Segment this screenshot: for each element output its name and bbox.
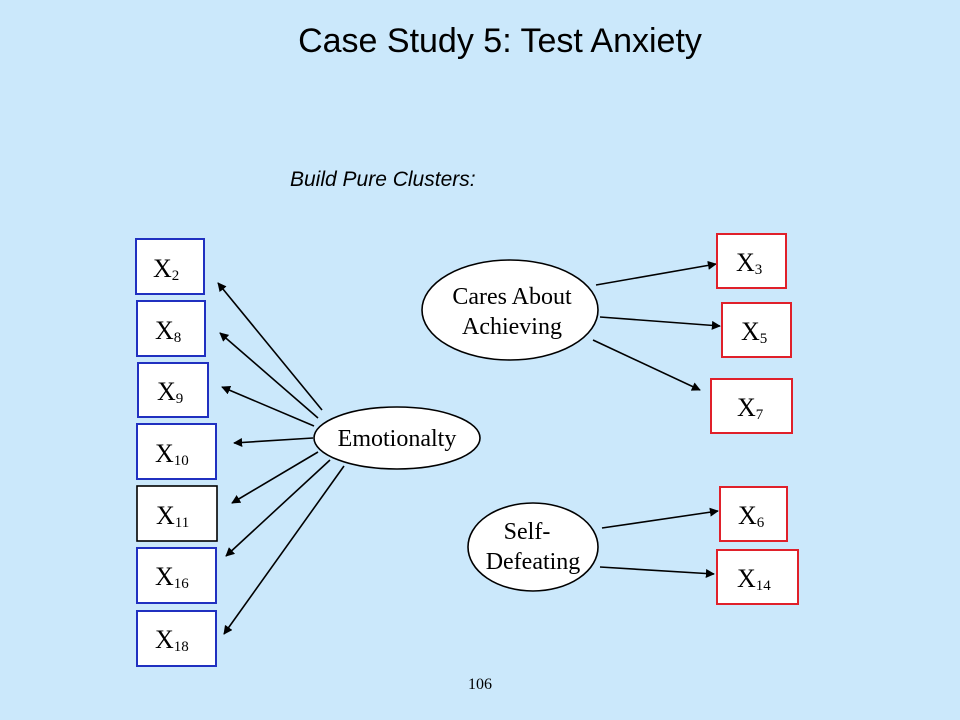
indicator-x7-box xyxy=(710,378,793,434)
latent-emotionality-label: Emotionalty xyxy=(338,426,457,452)
indicator-x18-index: 18 xyxy=(174,639,189,655)
indicator-x7: X7 xyxy=(710,378,793,434)
svg-text:X16: X16 xyxy=(155,562,189,592)
indicator-x11-index: 11 xyxy=(175,515,189,531)
svg-text:X5: X5 xyxy=(741,317,767,347)
indicator-x8: X8 xyxy=(136,300,206,357)
indicator-x9-letter: X xyxy=(157,377,176,406)
edge-emotionality-x18 xyxy=(223,465,345,635)
svg-text:X10: X10 xyxy=(155,439,189,469)
indicator-x16-box xyxy=(136,547,217,604)
emotionality-edges xyxy=(217,282,345,635)
indicator-x8-box xyxy=(136,300,206,357)
indicator-x14-letter: X xyxy=(737,564,756,593)
latent-self-defeating-label-line1: Self- xyxy=(504,519,551,545)
indicator-x18-letter: X xyxy=(155,625,174,654)
indicator-x6-index: 6 xyxy=(757,515,765,531)
cares-edges xyxy=(592,260,721,391)
indicator-x18: X18 xyxy=(136,610,217,667)
indicator-x9-box xyxy=(137,362,209,418)
indicator-x16-letter: X xyxy=(155,562,174,591)
indicator-x2: X2 xyxy=(135,238,205,295)
indicator-x11-box xyxy=(136,485,218,542)
svg-text:X9: X9 xyxy=(157,377,183,407)
latent-cares-label-line1: Cares About xyxy=(452,284,572,310)
indicator-x6-box xyxy=(719,486,788,542)
indicator-x7-index: 7 xyxy=(756,407,764,423)
svg-text:X7: X7 xyxy=(737,393,764,423)
self-defeating-edges xyxy=(599,507,719,578)
indicator-x10-box xyxy=(136,423,217,480)
svg-text:X8: X8 xyxy=(155,316,181,346)
edge-emotionality-x2 xyxy=(217,282,323,411)
indicator-x3-letter: X xyxy=(736,248,755,277)
indicator-x14-box xyxy=(716,549,799,605)
indicator-x6-letter: X xyxy=(738,501,757,530)
indicator-x10-letter: X xyxy=(155,439,174,468)
indicator-x11: X11 xyxy=(136,485,218,542)
edge-cares-x5 xyxy=(599,316,721,330)
indicator-x14-index: 14 xyxy=(756,578,772,594)
edge-emotionality-x9 xyxy=(221,386,315,427)
svg-text:X2: X2 xyxy=(153,254,179,284)
indicator-x3: X3 xyxy=(716,233,787,289)
latent-self-defeating: Self- Defeating xyxy=(467,502,599,592)
latent-self-defeating-shape xyxy=(467,502,599,592)
indicator-x5-box xyxy=(721,302,792,358)
indicator-x5: X5 xyxy=(721,302,792,358)
indicator-x8-index: 8 xyxy=(174,330,182,346)
indicator-x3-index: 3 xyxy=(755,262,763,278)
indicator-x11-letter: X xyxy=(156,501,175,530)
slide-title: Case Study 5: Test Anxiety xyxy=(298,22,702,60)
indicator-x9: X9 xyxy=(137,362,209,418)
indicator-x18-box xyxy=(136,610,217,667)
indicator-x6: X6 xyxy=(719,486,788,542)
edge-selfdef-x6 xyxy=(601,507,719,529)
slide-subtitle: Build Pure Clusters: xyxy=(290,168,476,192)
indicator-x2-letter: X xyxy=(153,254,172,283)
edge-emotionality-x11 xyxy=(231,451,319,504)
edge-cares-x7 xyxy=(592,339,701,391)
latent-self-defeating-label-line2: Defeating xyxy=(486,549,581,575)
latent-cares-label-line2: Achieving xyxy=(462,314,562,340)
indicator-x7-letter: X xyxy=(737,393,756,422)
edge-cares-x3 xyxy=(595,260,717,286)
svg-text:X6: X6 xyxy=(738,501,765,531)
svg-text:X3: X3 xyxy=(736,248,762,278)
indicator-x10-index: 10 xyxy=(174,453,189,469)
svg-text:X11: X11 xyxy=(156,501,189,531)
subtitle-text: Build Pure Clusters xyxy=(290,168,470,191)
latent-emotionality: Emotionalty xyxy=(313,406,481,470)
indicator-x5-letter: X xyxy=(741,317,760,346)
edge-emotionality-x8 xyxy=(219,332,319,419)
latent-emotionality-shape xyxy=(313,406,481,470)
indicator-x8-letter: X xyxy=(155,316,174,345)
svg-text:X18: X18 xyxy=(155,625,189,655)
indicator-x9-index: 9 xyxy=(176,391,184,407)
indicator-x3-box xyxy=(716,233,787,289)
indicator-x2-box xyxy=(135,238,205,295)
edge-emotionality-x16 xyxy=(225,459,331,557)
latent-cares-about-achieving: Cares About Achieving xyxy=(421,259,599,361)
svg-text:X14: X14 xyxy=(737,564,771,594)
edge-emotionality-x10 xyxy=(233,437,314,447)
indicator-x16: X16 xyxy=(136,547,217,604)
indicator-x14: X14 xyxy=(716,549,799,605)
edge-selfdef-x14 xyxy=(599,566,715,578)
indicator-x2-index: 2 xyxy=(172,268,180,284)
subtitle-colon: : xyxy=(469,168,476,191)
indicator-x10: X10 xyxy=(136,423,217,480)
page-number: 106 xyxy=(468,676,492,693)
indicator-x16-index: 16 xyxy=(174,576,190,592)
indicator-x5-index: 5 xyxy=(760,331,768,347)
latent-cares-shape xyxy=(421,259,599,361)
